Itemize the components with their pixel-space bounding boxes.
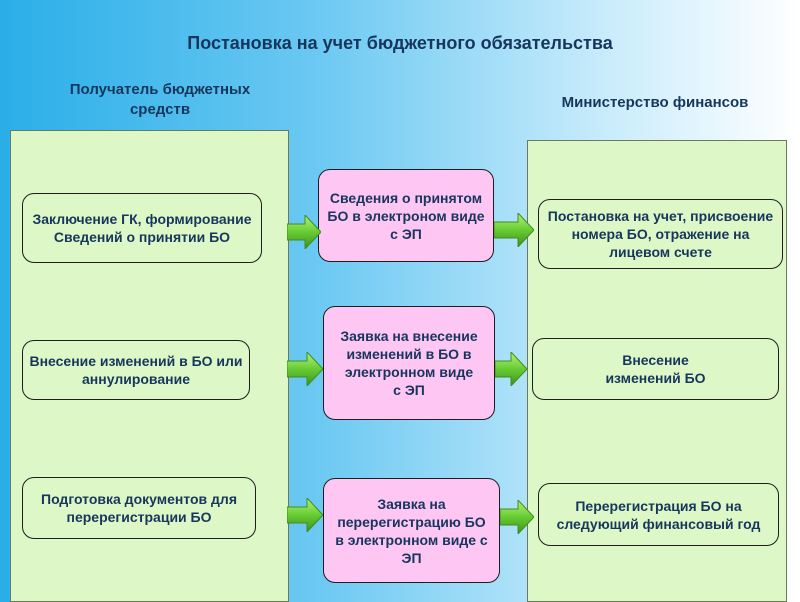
arrow-right-icon xyxy=(287,498,323,532)
middle-box-reregistration-request: Заявка на перерегистрацию БО в электронн… xyxy=(323,478,500,583)
middle-box-info: Сведения о принятом БО в электроном виде… xyxy=(318,169,494,262)
right-box-registration: Постановка на учет, присвоение номера БО… xyxy=(538,199,783,269)
arrow-right-icon xyxy=(287,352,323,386)
right-box-reregistration: Перерегистрация БО на следующий финансов… xyxy=(538,483,779,546)
arrow-right-icon xyxy=(500,500,534,534)
diagram-title: Постановка на учет бюджетного обязательс… xyxy=(187,33,613,53)
right-box-changes: Внесение изменений БО xyxy=(532,338,779,400)
middle-box-change-request: Заявка на внесение изменений в БО в элек… xyxy=(323,306,495,420)
left-box-reregistration: Подготовка документов для перерегистраци… xyxy=(22,477,256,539)
left-box-changes: Внесение изменений в БО или аннулировани… xyxy=(22,340,250,400)
right-column-header: Министерство финансов xyxy=(561,94,749,111)
arrow-right-icon xyxy=(495,352,527,386)
left-column-header: Получатель бюджетных средств xyxy=(69,81,251,118)
arrow-right-icon xyxy=(287,215,321,249)
left-box-contract: Заключение ГК, формирование Сведений о п… xyxy=(22,193,262,263)
arrow-right-icon xyxy=(494,213,534,247)
